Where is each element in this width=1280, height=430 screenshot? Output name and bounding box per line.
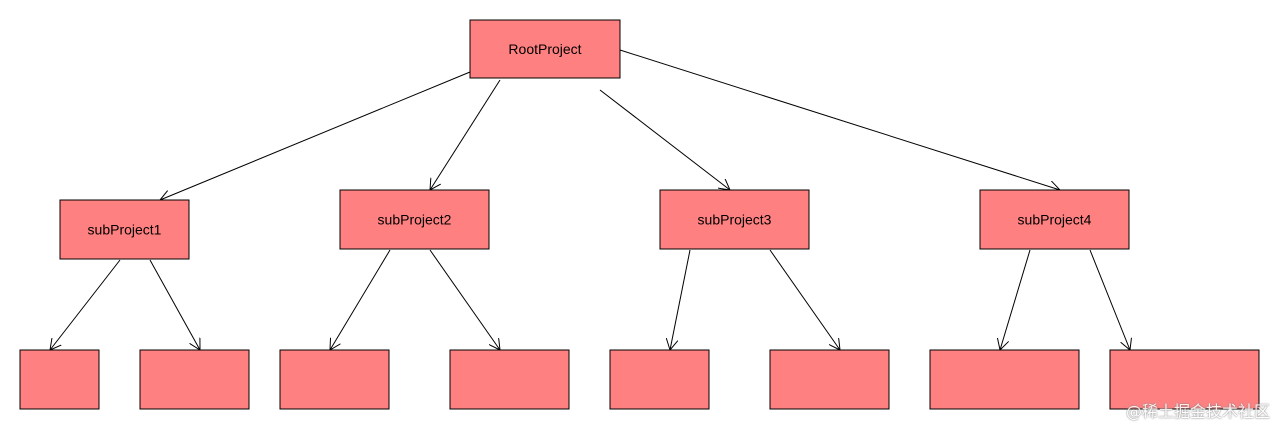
- node-sub2: subProject2: [339, 189, 490, 250]
- node-sub2-label: subProject2: [378, 212, 452, 228]
- edge-root-sub2: [430, 79, 501, 190]
- leaf-sub3-2: [769, 349, 890, 410]
- leaf-sub2-2: [449, 349, 570, 410]
- node-sub1-box: [59, 199, 190, 260]
- edge-sub3-leaf2: [769, 249, 840, 350]
- watermark-text: @稀土掘金技术社区: [1125, 402, 1270, 421]
- node-sub2-box: [339, 189, 490, 250]
- node-sub3-box: [659, 189, 810, 250]
- node-root-label: RootProject: [508, 41, 581, 57]
- edge-root-sub4: [619, 49, 1060, 190]
- node-sub3: subProject3: [659, 189, 810, 250]
- leaf-nodes: [19, 349, 1260, 410]
- edge-root-sub3: [599, 89, 730, 190]
- edge-sub4-leaf1: [1000, 249, 1031, 350]
- leaf-sub1-2: [139, 349, 250, 410]
- node-sub4: subProject4: [979, 189, 1130, 250]
- edge-sub3-leaf1: [670, 249, 691, 350]
- edge-sub1-leaf2: [149, 259, 200, 350]
- node-sub3-label: subProject3: [698, 212, 772, 228]
- leaf-sub4-1: [929, 349, 1080, 410]
- edge-sub1-leaf1: [50, 259, 121, 350]
- edges-level-1: [160, 49, 1060, 200]
- node-root-box: [469, 19, 621, 79]
- node-sub4-label: subProject4: [1018, 212, 1092, 228]
- edge-sub4-leaf2: [1089, 249, 1130, 350]
- edges-level-2: [50, 249, 1130, 350]
- node-sub4-box: [979, 189, 1130, 250]
- node-root: RootProject: [469, 19, 621, 79]
- edge-root-sub1: [160, 71, 471, 200]
- leaf-sub3-1: [609, 349, 710, 410]
- node-sub1: subProject1: [59, 199, 190, 260]
- leaf-sub1-1: [19, 349, 100, 410]
- node-sub1-label: subProject1: [88, 222, 162, 238]
- leaf-sub4-2: [1109, 349, 1260, 410]
- leaf-sub2-1: [279, 349, 390, 410]
- edge-sub2-leaf2: [429, 249, 500, 350]
- edge-sub2-leaf1: [330, 249, 391, 350]
